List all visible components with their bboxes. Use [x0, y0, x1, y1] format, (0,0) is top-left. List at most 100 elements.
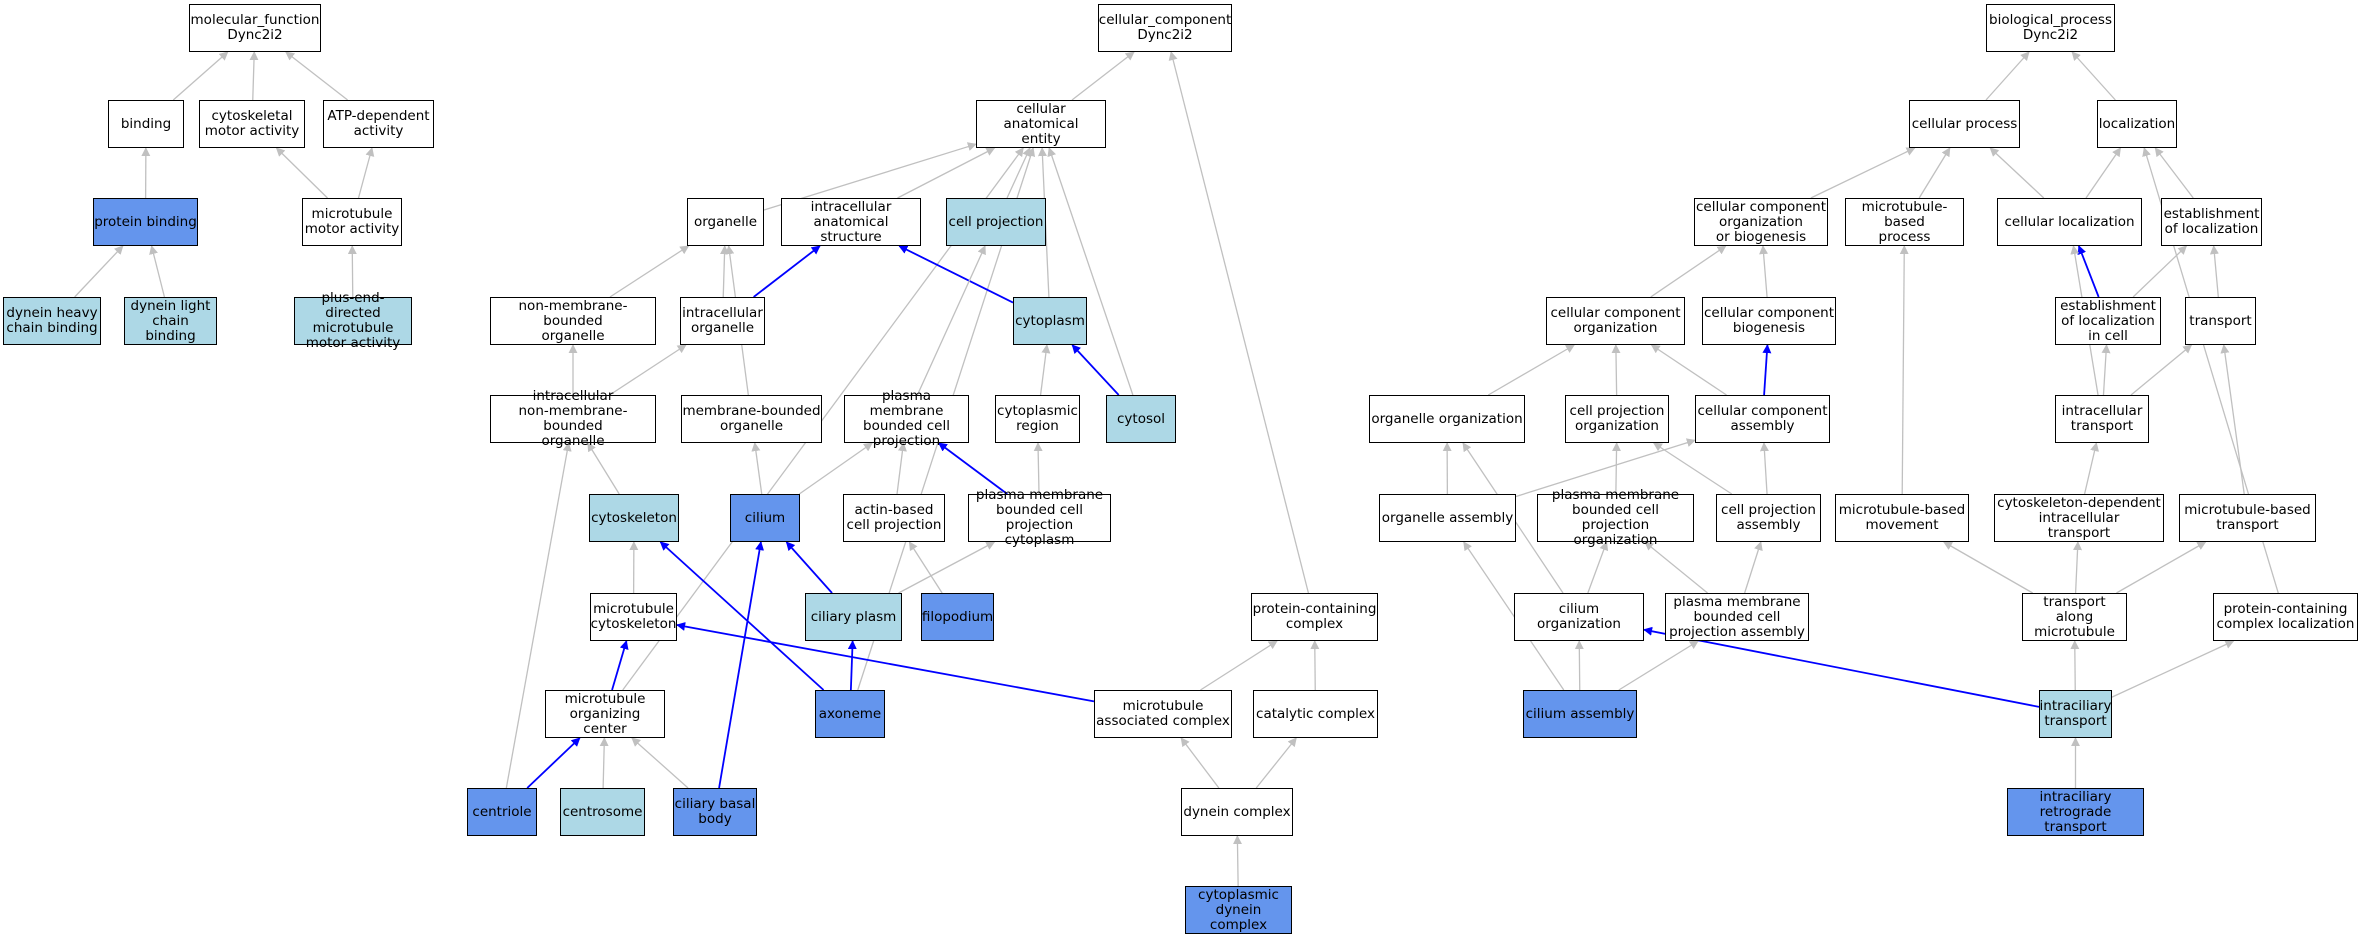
- node-cilium-org[interactable]: cilium organization: [1514, 593, 1644, 641]
- node-cp-assembly[interactable]: cell projection assembly: [1716, 494, 1821, 542]
- node-cae[interactable]: cellular anatomical entity: [976, 100, 1106, 148]
- edge-intra_transport-to-transport: [2130, 344, 2193, 396]
- node-cell-projection[interactable]: cell projection: [946, 198, 1046, 246]
- node-mf-root[interactable]: molecular_function Dync2i2: [189, 4, 321, 52]
- edge-est_loc_cell-to-cell_loc: [2077, 245, 2100, 298]
- node-transport-along-mt[interactable]: transport along microtubule: [2022, 593, 2127, 641]
- node-cca[interactable]: cellular component assembly: [1695, 395, 1830, 443]
- node-org-assembly[interactable]: organelle assembly: [1379, 494, 1516, 542]
- node-ciliary-basal[interactable]: ciliary basal body: [673, 788, 757, 836]
- node-pmbcp-cyto[interactable]: plasma membrane bounded cell projection …: [968, 488, 1111, 548]
- node-filopodium[interactable]: filopodium: [921, 593, 994, 641]
- node-cytosol[interactable]: cytosol: [1106, 395, 1176, 443]
- edge-cyto_region-to-cytoplasm: [1039, 344, 1051, 396]
- node-cyto-dynein[interactable]: cytoplasmic dynein complex: [1185, 886, 1292, 934]
- edge-org_assembly-to-cca: [1515, 438, 1696, 498]
- node-localization[interactable]: localization: [2097, 100, 2177, 148]
- edge-ccob-to-cellular_process: [1810, 147, 1916, 199]
- edge-pmbcp_assembly-to-cp_assembly: [1744, 541, 1763, 594]
- node-ciliary-plasm[interactable]: ciliary plasm: [805, 593, 902, 641]
- node-centriole[interactable]: centriole: [467, 788, 537, 836]
- node-pmbcp-assembly[interactable]: plasma membrane bounded cell projection …: [1665, 593, 1809, 641]
- node-intra-transport[interactable]: intracellular transport: [2055, 395, 2149, 443]
- node-mt-assoc-complex[interactable]: microtubule associated complex: [1094, 690, 1232, 738]
- node-cc-root[interactable]: cellular_component Dync2i2: [1098, 4, 1232, 52]
- edge-mtoc-to-mt_cytoskeleton: [611, 640, 629, 691]
- node-inmbo[interactable]: intracellular non-membrane-bounded organ…: [490, 389, 656, 449]
- edge-cilium_assembly-to-org_assembly: [1463, 541, 1565, 691]
- node-dynein-heavy[interactable]: dynein heavy chain binding: [3, 297, 101, 345]
- edge-cytosol-to-cae: [1047, 147, 1134, 396]
- node-est-loc[interactable]: establishment of localization: [2161, 198, 2262, 246]
- node-axoneme[interactable]: axoneme: [815, 690, 885, 738]
- node-ccb[interactable]: cellular component biogenesis: [1702, 297, 1836, 345]
- edge-cyto_dynein-to-dynein_complex: [1232, 835, 1242, 887]
- node-protein-complex[interactable]: protein-containing complex: [1251, 593, 1378, 641]
- node-csk-transport[interactable]: cytoskeleton-dependent intracellular tra…: [1994, 494, 2164, 542]
- edge-ias-to-cae: [897, 147, 996, 199]
- node-catalytic-complex[interactable]: catalytic complex: [1253, 690, 1378, 738]
- node-atp-dependent[interactable]: ATP-dependent activity: [323, 100, 434, 148]
- edge-cytoplasm-to-ias: [898, 245, 1014, 304]
- node-cp-org[interactable]: cell projection organization: [1565, 395, 1669, 443]
- node-organelle[interactable]: organelle: [687, 198, 764, 246]
- node-mt-process[interactable]: microtubule-based process: [1845, 198, 1964, 246]
- node-binding[interactable]: binding: [108, 100, 184, 148]
- edge-dynein_heavy-to-protein_binding: [74, 245, 124, 298]
- node-mtoc[interactable]: microtubule organizing center: [545, 690, 665, 738]
- node-cytoskeletal-motor[interactable]: cytoskeletal motor activity: [199, 100, 305, 148]
- node-mt-movement[interactable]: microtubule-based movement: [1835, 494, 1969, 542]
- node-cyto-region[interactable]: cytoplasmic region: [995, 395, 1080, 443]
- node-org-organization[interactable]: organelle organization: [1369, 395, 1525, 443]
- edge-centrosome-to-mtoc: [599, 737, 609, 789]
- node-est-loc-cell[interactable]: establishment of localization in cell: [2055, 297, 2161, 345]
- edge-transport-to-est_loc: [2209, 245, 2219, 298]
- edge-cilium_assembly-to-pmbcp_assembly: [1618, 640, 1699, 691]
- node-protein-binding[interactable]: protein binding: [93, 198, 198, 246]
- node-ift[interactable]: intraciliary transport: [2039, 690, 2112, 738]
- node-transport[interactable]: transport: [2185, 297, 2256, 345]
- node-ift-retro[interactable]: intraciliary retrograde transport: [2007, 788, 2144, 836]
- edge-intra_org-to-ias: [753, 245, 821, 298]
- edge-mt_assoc_complex-to-protein_complex: [1200, 640, 1278, 691]
- edge-ciliary_basal-to-cilium: [718, 541, 764, 789]
- node-cco[interactable]: cellular component organization: [1546, 297, 1685, 345]
- edge-ciliary_plasm-to-cilium: [785, 541, 833, 594]
- node-mt-motor[interactable]: microtubule motor activity: [302, 198, 402, 246]
- edge-csk_transport-to-intra_transport: [2083, 442, 2099, 495]
- edge-binding-to-mf_root: [172, 51, 229, 101]
- edge-centriole-to-inmbo: [505, 442, 572, 789]
- node-intra-org[interactable]: intracellular organelle: [680, 297, 765, 345]
- node-centrosome[interactable]: centrosome: [560, 788, 645, 836]
- node-bp-root[interactable]: biological_process Dync2i2: [1986, 4, 2115, 52]
- node-plus-end[interactable]: plus-end-directed microtubule motor acti…: [294, 291, 412, 351]
- edge-ccb-to-ccob: [1759, 245, 1769, 298]
- node-mt-transport[interactable]: microtubule-based transport: [2179, 494, 2316, 542]
- node-nmbo[interactable]: non-membrane-bounded organelle: [490, 297, 656, 345]
- node-ccob[interactable]: cellular component organization or bioge…: [1694, 198, 1828, 246]
- node-cilium-assembly[interactable]: cilium assembly: [1523, 690, 1637, 738]
- node-dynein-complex[interactable]: dynein complex: [1181, 788, 1293, 836]
- edge-cellular_process-to-bp_root: [1985, 51, 2030, 101]
- node-cytoskeleton[interactable]: cytoskeleton: [589, 494, 679, 542]
- node-cell-loc[interactable]: cellular localization: [1997, 198, 2142, 246]
- edge-actin_proj-to-pmbcp: [896, 442, 907, 495]
- edge-transport_along_mt-to-csk_transport: [2073, 541, 2083, 594]
- node-pc-localization[interactable]: protein-containing complex localization: [2213, 593, 2358, 641]
- edge-cytoskeleton-to-inmbo: [587, 442, 620, 495]
- edge-dynein_light-to-protein_binding: [149, 245, 166, 298]
- node-dynein-light[interactable]: dynein light chain binding: [124, 297, 217, 345]
- node-ias[interactable]: intracellular anatomical structure: [781, 198, 921, 246]
- node-mbo[interactable]: membrane-bounded organelle: [681, 395, 822, 443]
- node-actin-proj[interactable]: actin-based cell projection: [843, 494, 945, 542]
- node-cytoplasm[interactable]: cytoplasm: [1013, 297, 1087, 345]
- node-pmbcp-org[interactable]: plasma membrane bounded cell projection …: [1537, 488, 1694, 548]
- node-cellular-process[interactable]: cellular process: [1909, 100, 2020, 148]
- node-cilium[interactable]: cilium: [730, 494, 800, 542]
- edge-protein_complex-to-cc_root: [1168, 51, 1310, 594]
- node-mt-cytoskeleton[interactable]: microtubule cytoskeleton: [590, 593, 677, 641]
- edge-centriole-to-mtoc: [526, 737, 581, 789]
- edge-mt_motor-to-cytoskeletal_motor: [275, 147, 328, 199]
- node-pmbcp[interactable]: plasma membrane bounded cell projection: [844, 389, 969, 449]
